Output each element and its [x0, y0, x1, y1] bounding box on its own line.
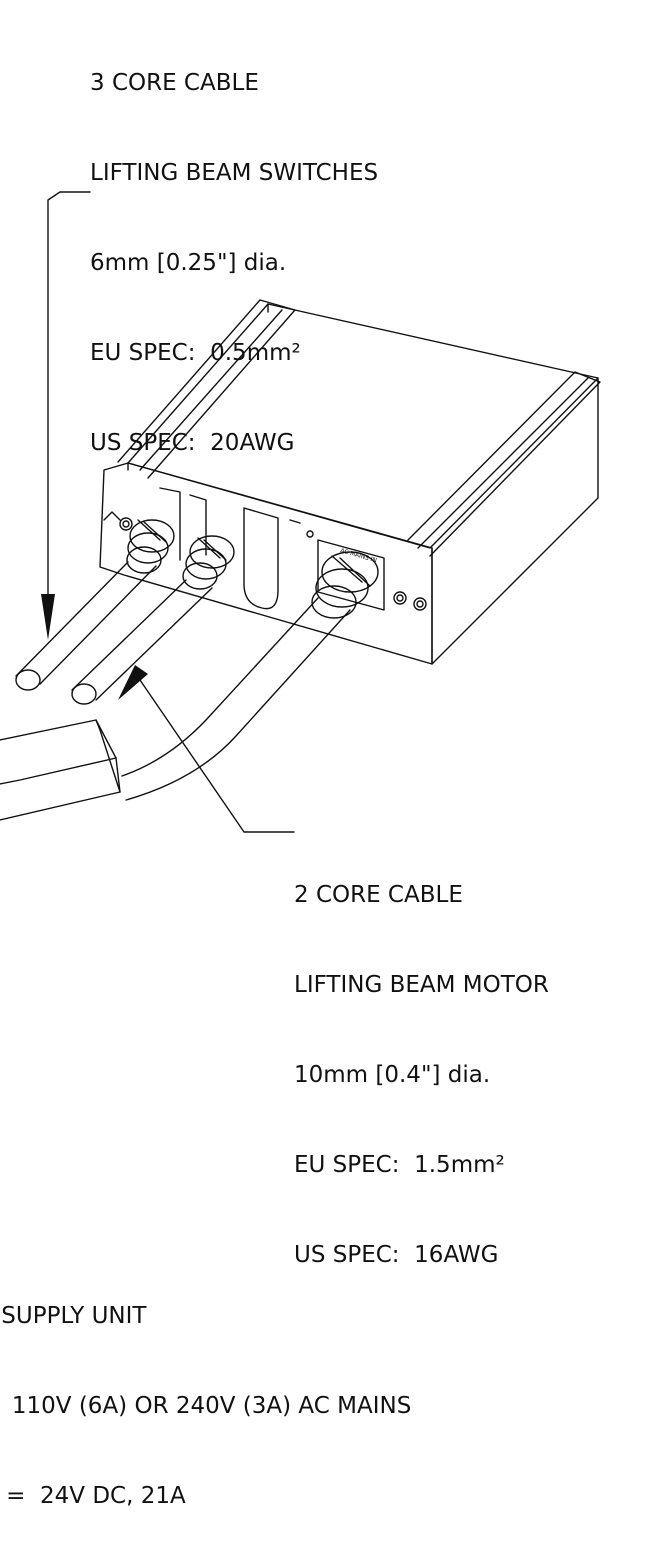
callout-3-core-us-spec: US SPEC: 20AWG — [90, 430, 295, 456]
callout-2-core-cable: 2 CORE CABLE LIFTING BEAM MOTOR 10mm [0.… — [294, 820, 549, 1300]
technical-drawing: AC MAINS IN — [0, 191, 601, 833]
leader-3-core — [47, 191, 91, 601]
mounting-hole-right-1 — [393, 591, 407, 605]
arrowhead-2-core — [118, 665, 148, 700]
callout-2-core-title: 2 CORE CABLE — [294, 882, 463, 908]
callout-3-core-diameter: 6mm [0.25"] dia. — [90, 250, 287, 276]
arrowhead-3-core — [41, 594, 55, 640]
panel-marking: AC MAINS IN — [339, 547, 377, 564]
callout-2-core-purpose: LIFTING BEAM MOTOR — [294, 972, 549, 998]
callout-3-core-title: 3 CORE CABLE — [90, 70, 259, 96]
cable-mains — [121, 597, 351, 801]
cable-2-core — [71, 579, 213, 705]
callout-3-core-eu-spec: EU SPEC: 0.5mm² — [90, 340, 301, 366]
enclosure — [99, 299, 601, 665]
mounting-hole-left — [119, 517, 133, 531]
ac-inlet-plate — [317, 539, 385, 611]
panel-slot-2 — [189, 494, 207, 556]
cable-3-core — [15, 561, 157, 691]
enclosure-right-rail — [407, 371, 601, 557]
cable-gland-2 — [182, 535, 235, 590]
callout-2-core-eu-spec: EU SPEC: 1.5mm² — [294, 1152, 505, 1178]
callout-psu-input: = 110V (6A) OR 240V (3A) AC MAINS — [0, 1393, 412, 1419]
mounting-hole-right-2 — [413, 597, 427, 611]
panel-slot-3 — [243, 507, 279, 610]
cable-gland-1 — [126, 519, 175, 574]
callout-2-core-diameter: 10mm [0.4"] dia. — [294, 1062, 491, 1088]
callout-2-core-us-spec: US SPEC: 16AWG — [294, 1242, 499, 1268]
panel-slot-1 — [159, 487, 181, 561]
callout-3-core-cable: 3 CORE CABLE LIFTING BEAM SWITCHES 6mm [… — [90, 8, 378, 488]
enclosure-left-rail — [117, 299, 296, 479]
leader-2-core — [139, 679, 295, 833]
callout-power-supply: R SUPPLY UNIT = 110V (6A) OR 240V (3A) A… — [0, 1241, 411, 1541]
callout-psu-title: R SUPPLY UNIT — [1, 1303, 147, 1329]
cable-gland-3 — [311, 551, 379, 619]
callout-psu-output: JT = 24V DC, 21A — [6, 1483, 186, 1509]
psu-box — [0, 719, 121, 821]
callout-3-core-purpose: LIFTING BEAM SWITCHES — [90, 160, 379, 186]
